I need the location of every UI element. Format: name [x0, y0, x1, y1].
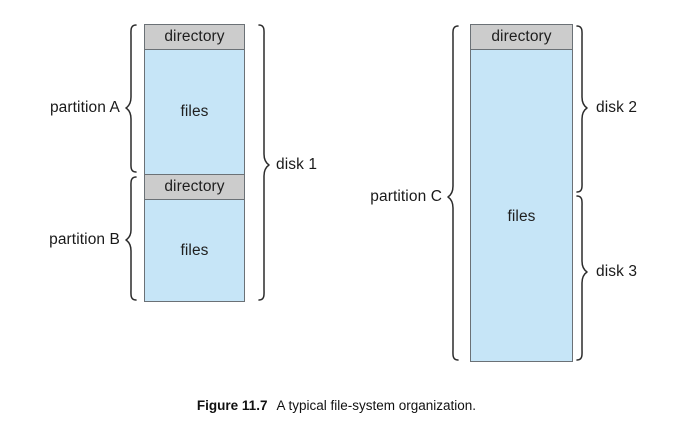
disk1-partitionA-files-band: files [145, 50, 244, 174]
disk-3-brace [576, 195, 588, 361]
disk1-partitionA-directory-band: directory [145, 25, 244, 50]
partitionC-directory-label: directory [491, 28, 552, 45]
partition-c-brace [447, 25, 459, 361]
disk-2-label: disk 2 [596, 99, 638, 116]
partitionC-files-band: files [471, 50, 572, 361]
disk-3-label: disk 3 [596, 263, 638, 280]
partitionC-directory-band: directory [471, 25, 572, 50]
partitionC-files-label: files [507, 208, 536, 225]
disk-1-brace [258, 24, 270, 301]
partition-a-label: partition A [49, 99, 120, 116]
disk1-partitionB-directory-band: directory [145, 174, 244, 200]
partition-b-label: partition B [49, 231, 120, 248]
figure-caption-text: A typical file-system organization. [276, 398, 477, 413]
partition-c-label: partition C [370, 188, 442, 205]
partition-b-brace [125, 176, 137, 301]
disk-23-box: directory files [470, 24, 573, 362]
figure-caption: Figure 11.7 A typical file-system organiz… [0, 398, 673, 413]
disk1-partitionB-directory-label: directory [164, 178, 225, 195]
disk1-partitionB-files-label: files [180, 241, 209, 259]
disk-1-label: disk 1 [276, 156, 318, 173]
disk1-partitionB-files-band: files [145, 200, 244, 301]
disk1-partitionA-directory-label: directory [164, 28, 225, 45]
disk1-partitionA-files-label: files [180, 103, 209, 120]
figure-caption-label: Figure 11.7 [196, 398, 268, 413]
partition-a-brace [125, 24, 137, 173]
disk-1-box: directory files directory files [144, 24, 245, 302]
disk-2-brace [576, 25, 588, 193]
